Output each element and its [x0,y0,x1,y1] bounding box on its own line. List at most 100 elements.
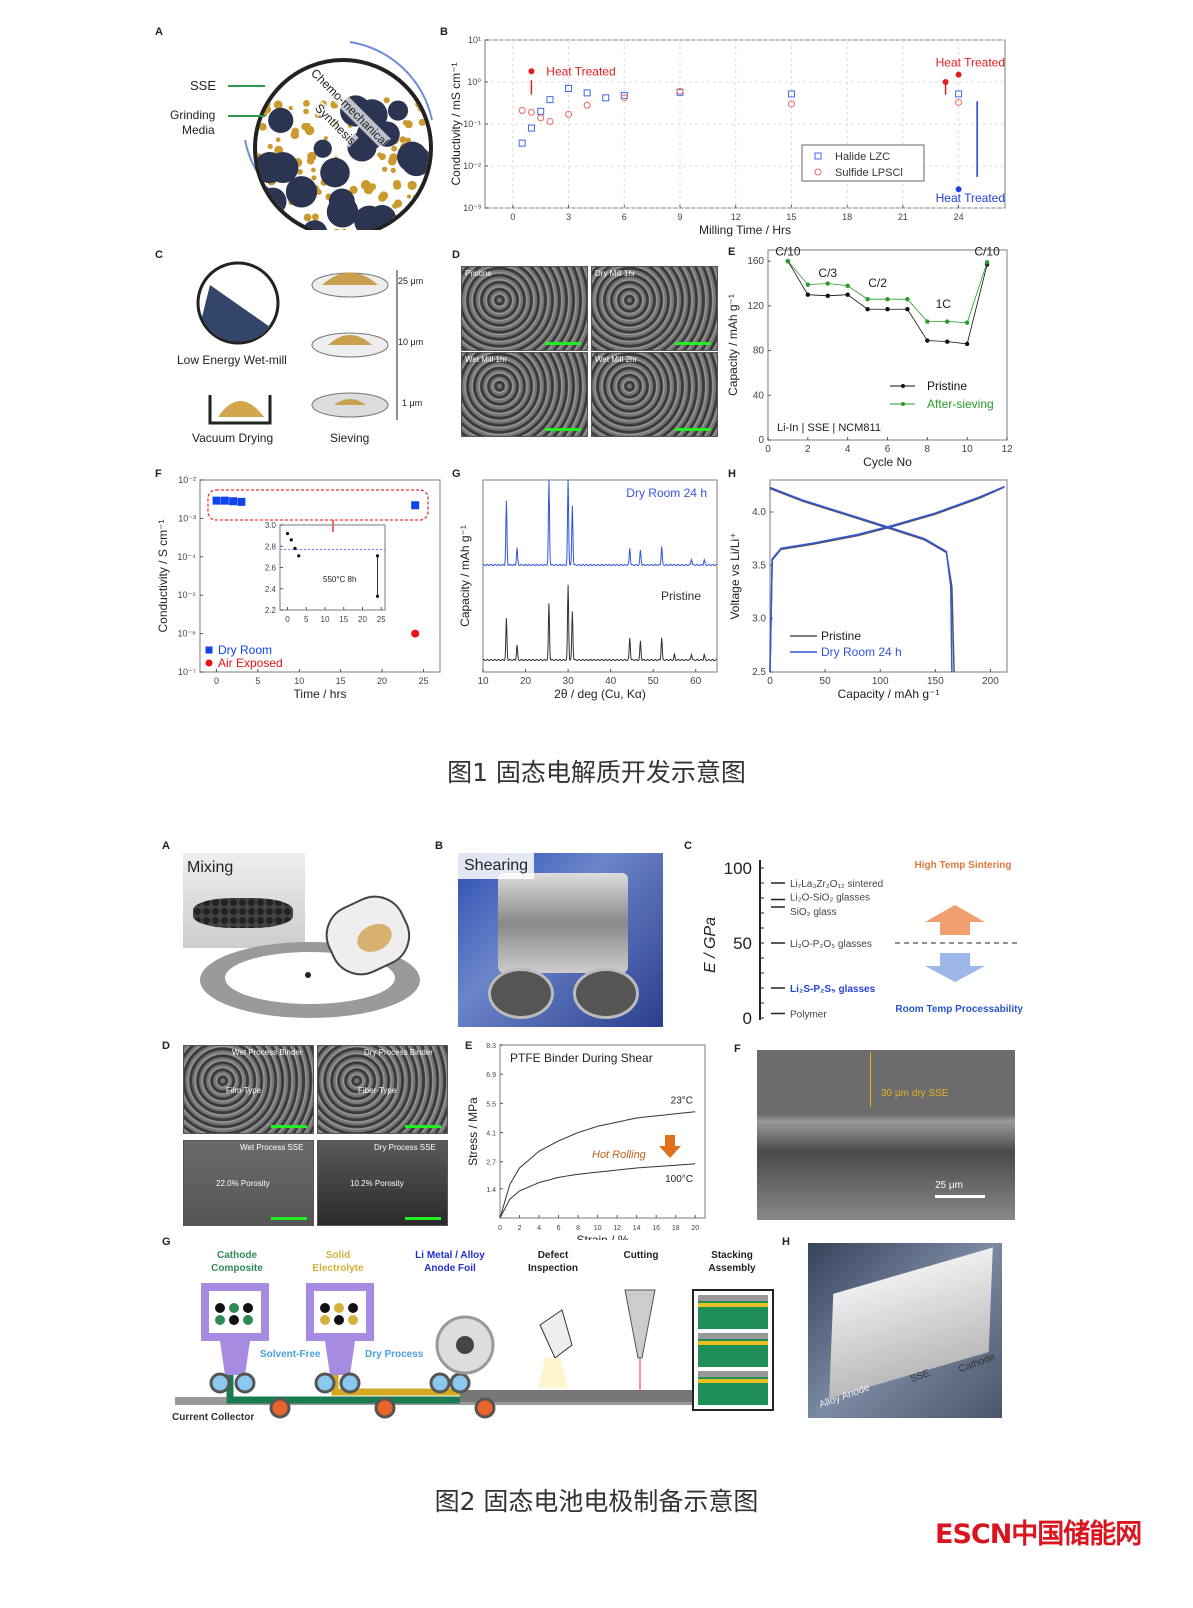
grinding-label: Grinding [170,108,216,122]
grinding-media [257,95,429,230]
particle [243,1315,253,1325]
sse-particle [301,122,309,131]
stress-curve [499,1163,696,1219]
panel-label: G [452,468,461,480]
x-tick-label: 150 [927,676,944,687]
legend-marker [814,168,822,176]
plot-frame [279,524,386,611]
sem-label: Wet Process SSE [240,1143,304,1152]
grinding-ball [285,176,318,208]
sse-particle [257,228,265,230]
legend-marker [814,152,822,160]
legend-marker [205,646,213,654]
inset-annotation: 550°C 8h [323,575,356,584]
data-point-halide-lzc [787,90,795,98]
sem-label: Dry Process SSE [374,1143,436,1152]
data-point-halide-lzc [583,89,591,97]
scale-bar [675,342,711,345]
scale-bar [405,1125,441,1128]
data-point-sulfide-lpscl [546,117,554,125]
data-point [885,307,890,312]
pellets [193,898,293,928]
data-point-sulfide-lpscl [518,106,526,114]
x-tick-label: 18 [672,1225,680,1232]
particle [243,1303,253,1313]
shearing-title: Shearing [458,853,535,879]
data-point-dry-room [411,501,420,510]
y-axis-label: Conductivity / S cm⁻¹ [156,519,170,632]
x-tick-label: 12 [1001,444,1013,455]
rate-label: C/2 [868,276,887,290]
x-tick-label: 60 [690,676,702,687]
x-tick-label: 12 [731,212,741,222]
panel-label: E [728,246,736,258]
sse-particle [275,137,281,143]
roller [339,1372,361,1394]
data-point-halide-lzc [537,107,545,115]
highlight-box [207,489,429,521]
sem-label: Dry Mill 1hr [595,269,636,278]
y-tick-label: 10¹ [468,35,481,45]
data-point [825,281,830,286]
scale-bar [935,1195,985,1198]
y-tick-label: 160 [747,256,764,267]
sem-label: Pristine [465,269,492,278]
x-tick-label: 12 [613,1225,621,1232]
data-point [964,320,970,325]
x-tick-label: 15 [786,212,796,222]
sse-particle [286,225,296,230]
sse-particle [408,228,415,230]
cell-config-label: Li-In | SSE | NCM811 [777,422,881,434]
x-tick-label: 18 [842,212,852,222]
panel-label: C [684,840,692,852]
panel-label: D [162,1040,170,1052]
x-tick-label: 0 [498,1225,502,1232]
foil-stripe [698,1333,768,1339]
legend-marker [901,402,905,406]
inset-point [297,554,301,558]
y-axis-label: E / GPa [702,917,719,973]
legend-box [801,144,925,182]
roller-machine [498,873,628,973]
data-point-sulfide-lpscl [676,87,684,95]
data-point-halide-lzc [527,124,535,132]
sse-particle [378,193,387,202]
sse-particle [406,194,412,199]
legend-label: After-sieving [927,397,994,411]
data-point-sulfide-lpscl [565,110,573,118]
size-label: 10 μm [398,337,424,347]
sse-particle [349,185,358,194]
electrolyte-stripe [698,1379,768,1383]
x-axis-label: Milling Time / Hrs [699,223,791,237]
x-tick-label: 20 [520,676,532,687]
powder-blob [357,923,392,952]
data-point-dry-room [237,497,246,506]
sse-particle [311,167,316,173]
x-axis-label: Cycle No [863,455,912,469]
curve-label: 100°C [665,1174,693,1185]
y-tick-label: 120 [747,301,764,312]
panel-label: H [728,468,736,480]
x-tick-label: 20 [358,615,367,624]
sse-particle [406,210,413,217]
sse-particle [407,180,417,191]
down-arrow-icon [925,953,985,982]
y-tick-label: 2.7 [486,1160,496,1167]
sem-label: Wet Mill 1hr [465,355,508,364]
particle [229,1315,239,1325]
material-label: Li₂O-SiO₂ glasses [790,893,870,904]
x-axis-label: Time / hrs [294,687,347,701]
legend-label: Pristine [927,379,967,393]
plot-frame [482,479,718,673]
thickness-label: 30 μm dry SSE [881,1088,949,1099]
up-arrow-icon [925,905,985,935]
y-tick-label: 10⁻¹ [463,119,481,129]
sse-particle [399,136,407,144]
x-tick-label: 20 [691,1225,699,1232]
xrd-pattern [482,584,717,662]
grinding-ball [268,107,294,134]
mixing-title: Mixing [187,859,234,876]
particle [320,1303,330,1313]
x-tick-label: 25 [418,676,428,686]
